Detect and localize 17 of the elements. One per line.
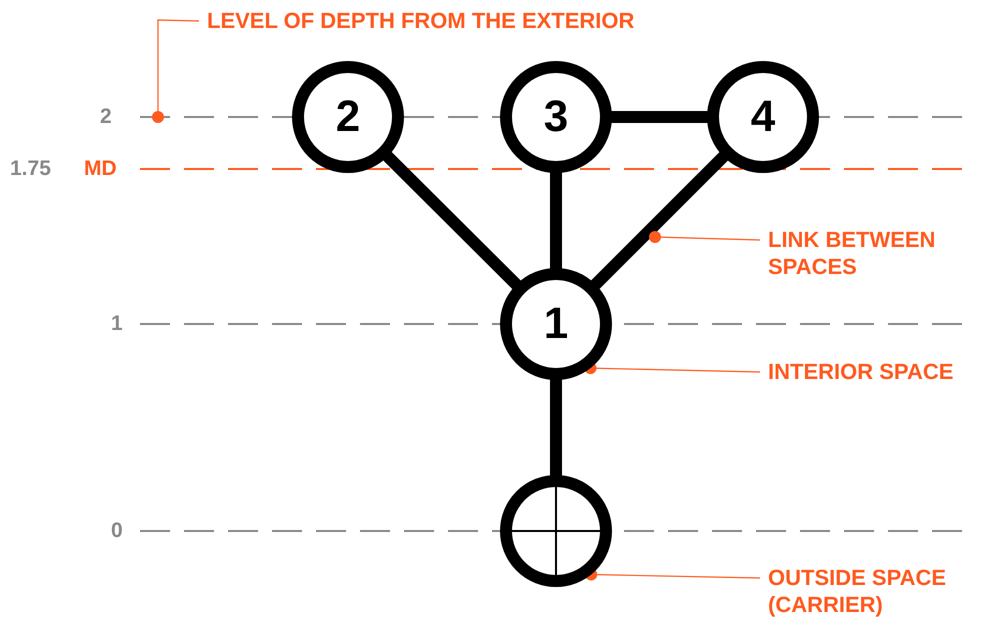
level-number: 1 <box>111 312 123 336</box>
callout-text: OUTSIDE SPACE (CARRIER) <box>768 564 996 618</box>
level-number: 1.75 <box>10 157 51 181</box>
callout-text: LINK BETWEEN SPACES <box>768 226 988 280</box>
space-circle: 2 <box>292 61 404 173</box>
leader-line <box>585 568 760 581</box>
mean-depth-label: MD <box>84 157 117 181</box>
level-number: 0 <box>111 519 123 543</box>
callout-text: LEVEL OF DEPTH FROM THE EXTERIOR <box>207 7 634 34</box>
space-circle: 1 <box>500 268 612 380</box>
callout-text: INTERIOR SPACE <box>768 358 954 385</box>
space-circle: 4 <box>707 61 819 173</box>
leader-line <box>152 19 200 123</box>
space-circle: 3 <box>500 61 612 173</box>
leader-line <box>584 362 760 374</box>
leader-line <box>649 231 760 243</box>
level-number: 2 <box>100 105 112 129</box>
